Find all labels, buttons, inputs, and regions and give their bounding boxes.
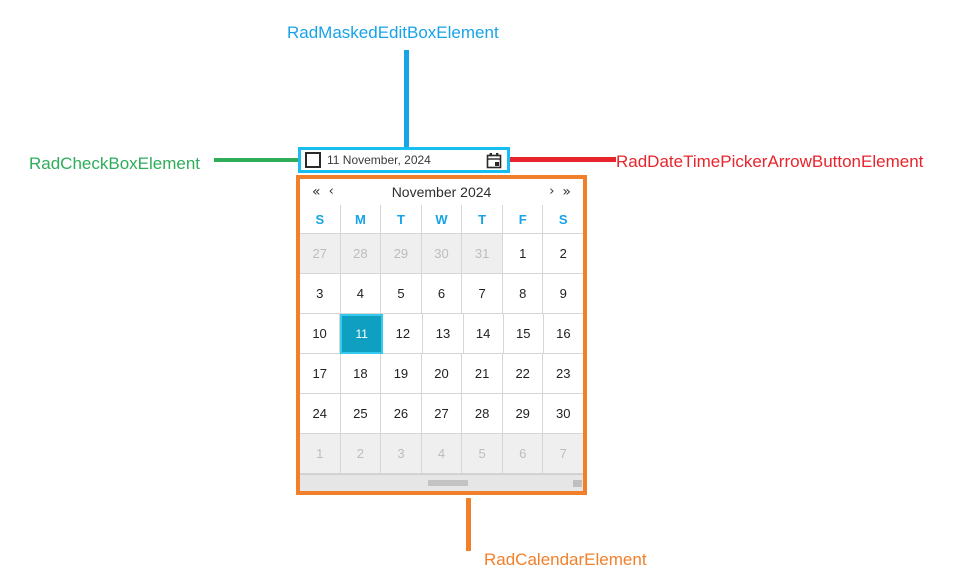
calendar-day-cell[interactable]: 28 bbox=[340, 234, 382, 274]
calendar-day-cell[interactable]: 14 bbox=[463, 314, 504, 354]
annotation-label-arrow-button: RadDateTimePickerArrowButtonElement bbox=[616, 152, 924, 171]
fast-next-icon[interactable]: » bbox=[562, 183, 571, 200]
calendar-day-cell[interactable]: 6 bbox=[421, 274, 463, 314]
calendar-day-cell-selected[interactable]: 11 bbox=[340, 314, 384, 354]
calendar-icon[interactable] bbox=[486, 152, 502, 169]
calendar-header: « ‹ November 2024 › » bbox=[300, 179, 583, 205]
scrollbar-thumb[interactable] bbox=[428, 480, 468, 486]
connector-line-arrow-button bbox=[508, 157, 616, 162]
calendar-day-cell[interactable]: 28 bbox=[462, 394, 503, 434]
calendar-day-cell[interactable]: 5 bbox=[462, 434, 503, 474]
calendar-day-cell[interactable]: 8 bbox=[502, 274, 544, 314]
calendar-day-cell[interactable]: 22 bbox=[502, 354, 544, 394]
next-icon[interactable]: › bbox=[549, 184, 555, 199]
calendar-day-cell[interactable]: 27 bbox=[421, 394, 463, 434]
calendar-day-cell[interactable]: 19 bbox=[381, 354, 422, 394]
day-of-week-header: T bbox=[381, 205, 422, 234]
calendar-day-cell[interactable]: 25 bbox=[340, 394, 382, 434]
calendar-day-cell[interactable]: 2 bbox=[543, 234, 584, 274]
calendar-day-cell[interactable]: 23 bbox=[543, 354, 584, 394]
calendar-day-cell[interactable]: 7 bbox=[462, 274, 503, 314]
calendar-day-cell[interactable]: 9 bbox=[543, 274, 584, 314]
annotation-label-check-box: RadCheckBoxElement bbox=[29, 154, 201, 173]
calendar-title[interactable]: November 2024 bbox=[391, 183, 492, 200]
connector-line-check-box bbox=[214, 158, 304, 162]
day-of-week-header: F bbox=[502, 205, 544, 234]
calendar-day-cell[interactable]: 27 bbox=[300, 234, 341, 274]
calendar-day-cell[interactable]: 2 bbox=[340, 434, 382, 474]
calendar-day-cell[interactable]: 17 bbox=[300, 354, 341, 394]
calendar-day-cell[interactable]: 30 bbox=[543, 394, 584, 434]
horizontal-scrollbar[interactable] bbox=[300, 474, 583, 491]
calendar-day-cell[interactable]: 20 bbox=[421, 354, 463, 394]
calendar-day-cell[interactable]: 4 bbox=[421, 434, 463, 474]
calendar-day-cell[interactable]: 4 bbox=[340, 274, 382, 314]
calendar-day-cell[interactable]: 7 bbox=[543, 434, 584, 474]
calendar-day-cell[interactable]: 24 bbox=[300, 394, 341, 434]
calendar-day-cell[interactable]: 10 bbox=[300, 314, 341, 354]
calendar-day-cell[interactable]: 18 bbox=[340, 354, 382, 394]
calendar-day-cell[interactable]: 21 bbox=[462, 354, 503, 394]
connector-line-masked-edit-box bbox=[404, 50, 409, 148]
fast-prev-icon[interactable]: « bbox=[312, 183, 321, 200]
calendar-day-cell[interactable]: 31 bbox=[462, 234, 503, 274]
day-of-week-header: S bbox=[543, 205, 584, 234]
calendar-day-cell[interactable]: 13 bbox=[423, 314, 464, 354]
calendar-day-cell[interactable]: 30 bbox=[421, 234, 463, 274]
calendar-day-cell[interactable]: 29 bbox=[502, 394, 544, 434]
day-of-week-header: M bbox=[340, 205, 382, 234]
calendar-day-cell[interactable]: 29 bbox=[381, 234, 422, 274]
calendar-day-cell[interactable]: 16 bbox=[543, 314, 583, 354]
calendar-day-cell[interactable]: 6 bbox=[502, 434, 544, 474]
day-of-week-header: S bbox=[300, 205, 341, 234]
date-text-input[interactable]: 11 November, 2024 bbox=[327, 153, 431, 167]
annotation-label-masked-edit-box: RadMaskedEditBoxElement bbox=[287, 23, 499, 42]
calendar-day-cell[interactable]: 3 bbox=[300, 274, 341, 314]
calendar-day-cell[interactable]: 1 bbox=[502, 234, 544, 274]
masked-edit-box[interactable]: 11 November, 2024 bbox=[298, 147, 510, 173]
calendar-day-cell[interactable]: 1 bbox=[300, 434, 341, 474]
calendar-day-cell[interactable]: 12 bbox=[383, 314, 424, 354]
calendar-day-cell[interactable]: 5 bbox=[381, 274, 422, 314]
day-of-week-header: T bbox=[462, 205, 503, 234]
calendar-day-cell[interactable]: 26 bbox=[381, 394, 422, 434]
day-of-week-header: W bbox=[421, 205, 463, 234]
connector-line-calendar bbox=[466, 498, 471, 551]
checkbox-icon[interactable] bbox=[305, 152, 321, 168]
prev-icon[interactable]: ‹ bbox=[328, 184, 334, 199]
calendar-day-cell[interactable]: 15 bbox=[503, 314, 544, 354]
calendar-day-cell[interactable]: 3 bbox=[381, 434, 422, 474]
annotation-label-calendar: RadCalendarElement bbox=[484, 550, 647, 569]
resize-grip[interactable] bbox=[573, 480, 582, 487]
